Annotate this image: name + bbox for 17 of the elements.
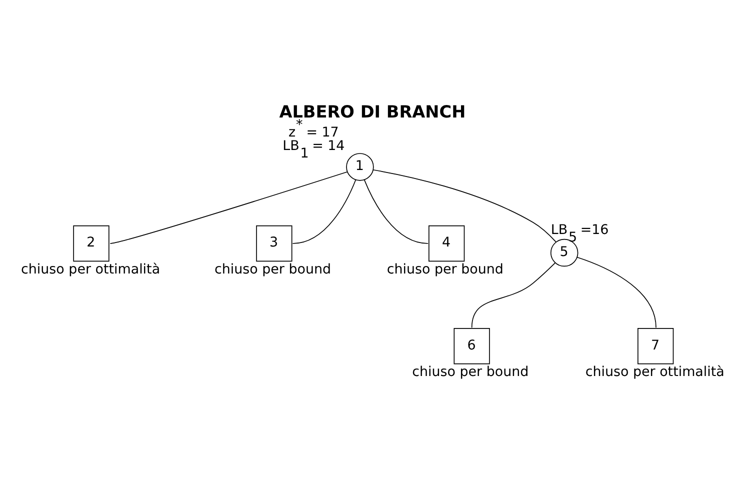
- node-box: 2: [73, 224, 110, 262]
- node-box: 3: [256, 224, 292, 262]
- connector: [576, 256, 656, 328]
- node-label: chiuso per ottimalità: [585, 364, 724, 380]
- connector: [471, 262, 556, 328]
- node-circle: 1: [346, 152, 374, 180]
- connector: [372, 168, 556, 242]
- connector: [110, 170, 348, 244]
- node-label: chiuso per bound: [386, 262, 504, 278]
- connector: [292, 179, 356, 244]
- node-label: chiuso per bound: [412, 364, 529, 380]
- node-box: 7: [638, 328, 674, 364]
- node-label: chiuso per ottimalità: [21, 262, 160, 278]
- node-box: 6: [454, 328, 490, 364]
- node-box: 4: [428, 224, 465, 262]
- node-label: chiuso per bound: [214, 262, 332, 278]
- connector: [364, 179, 428, 244]
